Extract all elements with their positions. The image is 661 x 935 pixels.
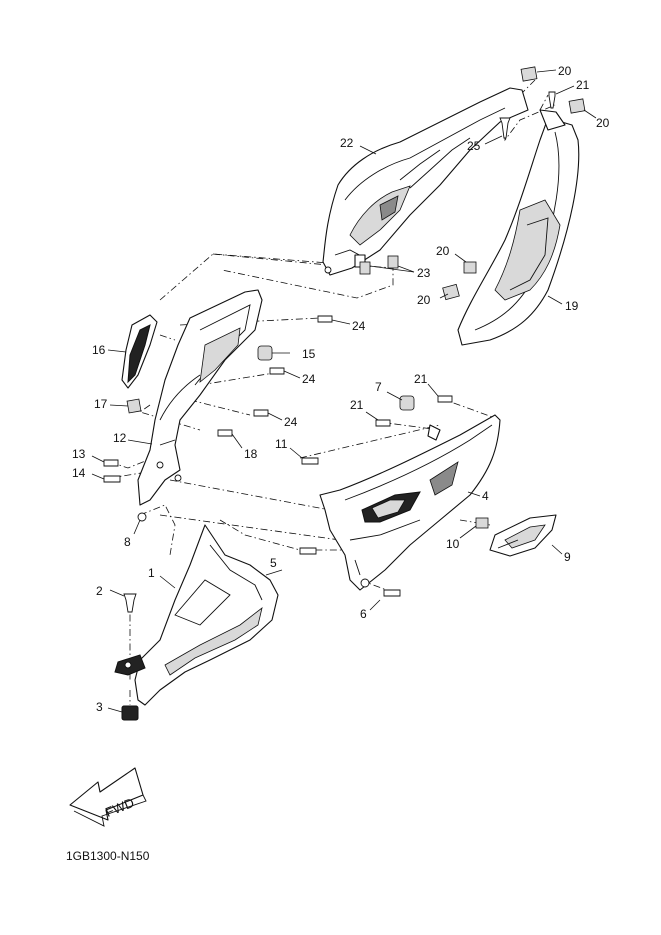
callout-19: 19 <box>565 299 579 313</box>
callout-15: 15 <box>302 347 316 361</box>
callout-21-upper: 21 <box>414 372 428 386</box>
fwd-arrow: FWD <box>69 767 147 827</box>
callout-17: 17 <box>94 397 108 411</box>
callout-18: 18 <box>244 447 258 461</box>
callout-4: 4 <box>482 489 489 503</box>
callout-24-top: 24 <box>352 319 366 333</box>
callout-labels: 20 21 20 22 25 20 23 20 19 24 16 15 24 7… <box>72 64 610 714</box>
callout-24-mid: 24 <box>302 372 316 386</box>
callout-2: 2 <box>96 584 103 598</box>
callout-16: 16 <box>92 343 106 357</box>
callout-14: 14 <box>72 466 86 480</box>
callout-1: 1 <box>148 566 155 580</box>
callout-5: 5 <box>270 556 277 570</box>
part-1-lower-cover <box>114 524 279 706</box>
callout-13: 13 <box>72 447 86 461</box>
callout-6: 6 <box>360 607 367 621</box>
callout-8: 8 <box>124 535 131 549</box>
callout-10: 10 <box>446 537 460 551</box>
hardware-parts <box>103 66 586 721</box>
part-19-right-side-cover <box>457 109 580 346</box>
callout-7: 7 <box>375 380 382 394</box>
callout-23: 23 <box>417 266 431 280</box>
callout-21-lower: 21 <box>350 398 364 412</box>
callout-20-lower: 20 <box>417 293 431 307</box>
callout-22: 22 <box>340 136 354 150</box>
callout-20-mid: 20 <box>436 244 450 258</box>
part-9-small-cover <box>489 514 557 557</box>
callout-24-lower: 24 <box>284 415 298 429</box>
part-12-inner-panel <box>137 289 263 506</box>
part-16-trim-piece <box>121 314 158 389</box>
part-code: 1GB1300-N150 <box>66 849 150 863</box>
callout-12: 12 <box>113 431 127 445</box>
callout-25: 25 <box>467 139 481 153</box>
callout-20-top: 20 <box>558 64 572 78</box>
callout-9: 9 <box>564 550 571 564</box>
callout-20-right: 20 <box>596 116 610 130</box>
callout-3: 3 <box>96 700 103 714</box>
callout-11: 11 <box>275 437 288 451</box>
part-22-upper-cover <box>322 87 529 276</box>
callout-21-top: 21 <box>576 78 590 92</box>
part-4-left-side-panel <box>319 414 501 591</box>
leader-lines <box>91 69 597 713</box>
